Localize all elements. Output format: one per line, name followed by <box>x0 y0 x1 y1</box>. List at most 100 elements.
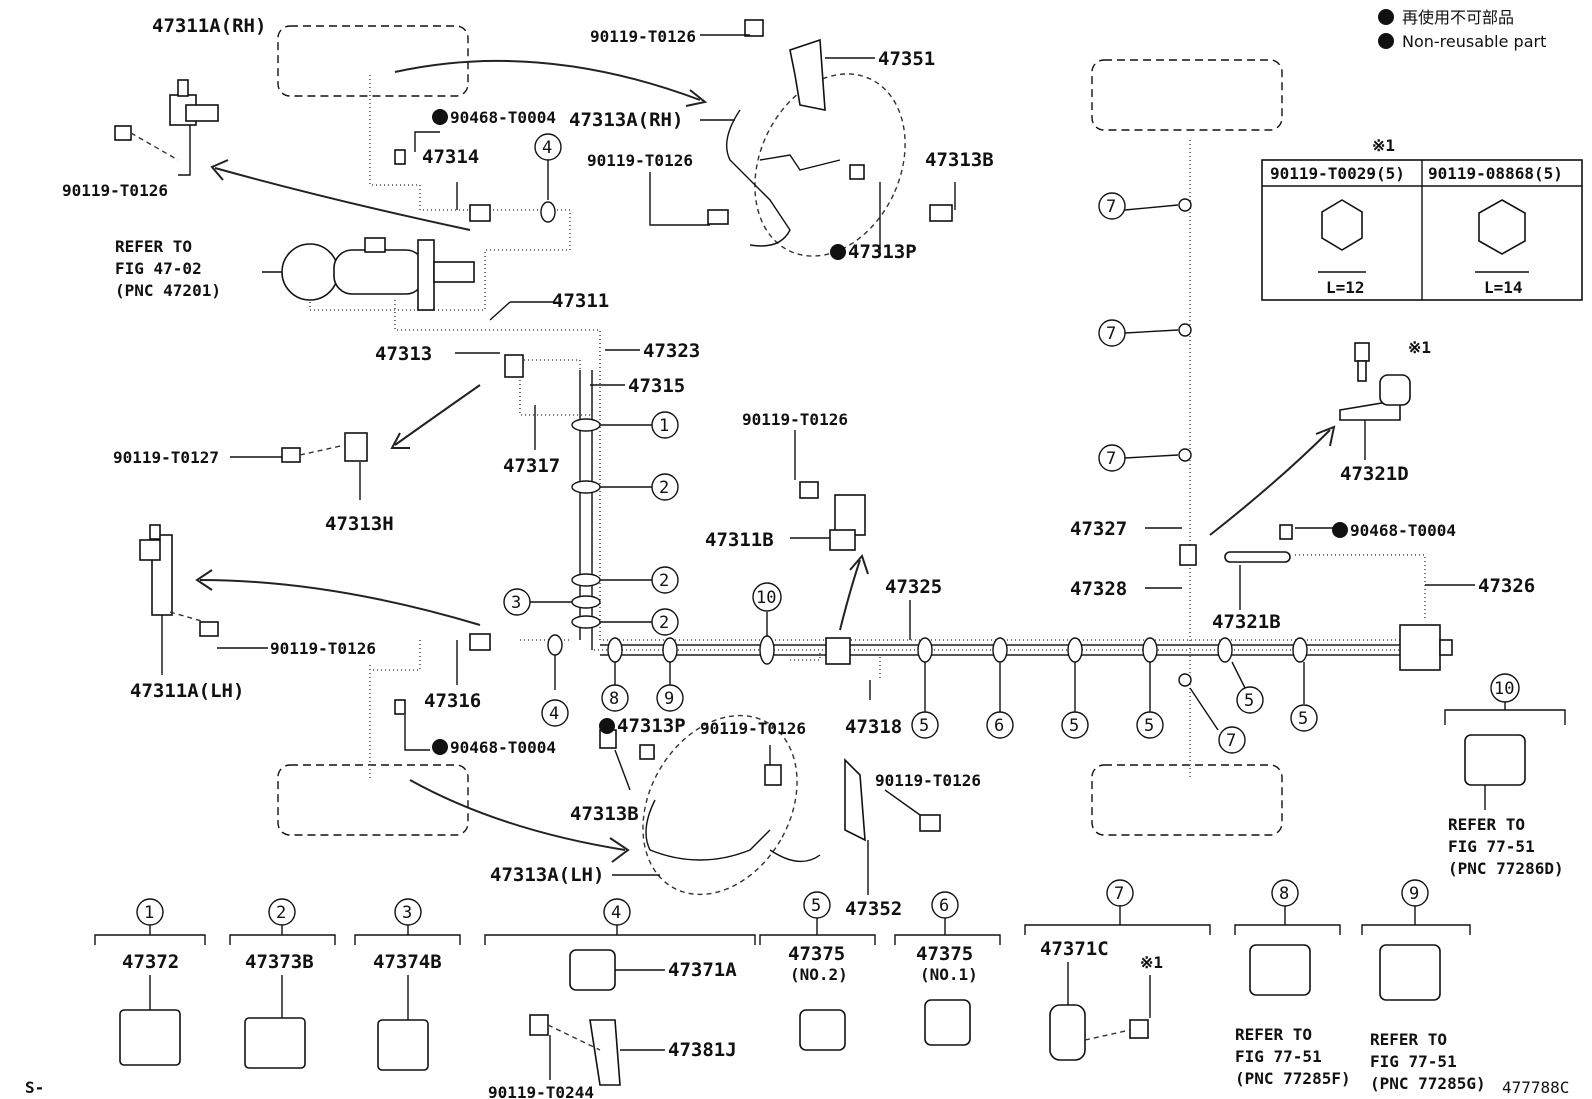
clamp-3 <box>571 595 601 609</box>
clamp-5c <box>1142 637 1158 663</box>
vehicle-outline-bottom-left <box>277 764 469 836</box>
clamp-row-part-2: 47373B <box>245 951 314 973</box>
label-47314: 47314 <box>422 146 479 168</box>
callout-2: 2 <box>659 571 669 591</box>
clamp-row-sub-4: 47381J <box>668 1039 737 1061</box>
label-90119-t0126-b: 90119-T0126 <box>590 27 696 46</box>
junction-47313 <box>281 354 524 463</box>
clamp-row-callout-9: 9 <box>1409 884 1419 904</box>
label-47321d: 47321D <box>1340 463 1409 485</box>
table-length-2: L=14 <box>1484 278 1523 297</box>
clamp-9 <box>662 637 678 663</box>
label-47311b: 47311B <box>705 529 774 551</box>
nonreusable-dot-icon <box>1332 522 1348 538</box>
bolt-icon <box>281 447 301 463</box>
vehicle-outline-top-right <box>1091 59 1283 131</box>
clamp-10-reference: 10 REFER TO FIG 77-51 (PNC 77286D) <box>1444 673 1566 878</box>
note-mark-1: ※1 <box>1408 338 1431 357</box>
line-clamps <box>540 198 1308 687</box>
valve-47311a-lh <box>139 524 219 637</box>
label-47313h: 47313H <box>325 513 394 535</box>
label-90119-t0126-e: 90119-T0126 <box>270 639 376 658</box>
nonreusable-dot-icon <box>830 244 846 260</box>
bracket-47381j-icon <box>589 1019 621 1086</box>
washer-icon <box>639 744 655 760</box>
hex-bolt-icon <box>1321 199 1363 251</box>
clamp-1-icon <box>119 1009 181 1066</box>
sensor-47321d <box>1339 342 1411 421</box>
label-90119-t0126-g: 90119-T0126 <box>875 771 981 790</box>
clamp-7c <box>1178 448 1192 462</box>
label-47351: 47351 <box>878 48 935 70</box>
callout-10: 10 <box>756 588 776 608</box>
leader-lines <box>161 34 1475 895</box>
clamp-parts-row: 1 47372 2 47373B 3 47374B 4 47371A 47381… <box>94 879 1486 1099</box>
clamp-row-part-7: 47371C <box>1040 938 1109 960</box>
clamp-2b <box>571 573 601 587</box>
label-47326: 47326 <box>1478 575 1535 597</box>
clamp-7d <box>1178 673 1192 687</box>
callout-10: 10 <box>1494 679 1514 699</box>
legend-dot-icon <box>1378 33 1394 49</box>
hose-assembly-lh <box>599 714 941 896</box>
callout-7: 7 <box>1106 324 1116 344</box>
label-47311a-rh: 47311A(RH) <box>152 15 266 37</box>
legend: 再使用不可部品 Non-reusable part <box>1378 8 1546 51</box>
callout-5: 5 <box>1144 716 1154 736</box>
clamp-3-icon <box>377 1019 429 1071</box>
nonreusable-dot-icon <box>432 109 448 125</box>
bolt-icon <box>707 209 729 225</box>
callout-6: 6 <box>994 716 1004 736</box>
bolt-icon <box>529 1014 549 1036</box>
clamp-5-icon <box>799 1009 846 1051</box>
junction-47328 <box>1179 544 1197 566</box>
master-cylinder <box>281 237 475 311</box>
hex-bolt-icon <box>1478 199 1526 255</box>
vehicle-outline-bottom-right <box>1091 764 1283 836</box>
callout-7: 7 <box>1106 449 1116 469</box>
hose-assembly-rh <box>707 19 953 257</box>
clamp-10-icon <box>1464 734 1526 786</box>
callout-4: 4 <box>549 704 559 724</box>
legend-jp: 再使用不可部品 <box>1402 8 1514 27</box>
label-47352: 47352 <box>845 898 902 920</box>
clamp-row-callout-6: 6 <box>939 896 949 916</box>
tube-link <box>790 650 821 661</box>
label-47313p-bot: 47313P <box>617 715 686 737</box>
clamp-4a <box>540 201 556 223</box>
refer-10-line-1: REFER TO <box>1448 815 1525 834</box>
clamp-row-ref-8-3: (PNC 77285F) <box>1235 1069 1351 1088</box>
label-90119-t0126-a: 90119-T0126 <box>62 181 168 200</box>
assembly-arrows <box>195 59 1336 863</box>
bolt-icon <box>744 19 764 37</box>
table-header-2: 90119-08868(5) <box>1428 164 1563 183</box>
connector-block-top <box>469 204 491 222</box>
bolt-icon <box>199 621 219 637</box>
refer-10-line-2: FIG 77-51 <box>1448 837 1535 856</box>
callout-5: 5 <box>919 716 929 736</box>
tube-47323-47325 <box>394 300 1420 641</box>
clamp-5d <box>1217 637 1233 663</box>
clamp-2c <box>571 615 601 629</box>
tube-47326 <box>1295 554 1426 620</box>
label-90119-t0126-d: 90119-T0126 <box>742 410 848 429</box>
clamp-row-ref-9-2: FIG 77-51 <box>1370 1052 1457 1071</box>
clamp-2-icon <box>244 1017 306 1069</box>
tube-47311 <box>309 209 571 311</box>
bolt-icon <box>764 764 782 786</box>
legend-dot-icon <box>1378 9 1394 25</box>
valve-47311a-rh <box>114 79 219 176</box>
clamp-6-icon <box>924 999 971 1046</box>
label-47313: 47313 <box>375 343 432 365</box>
clamp-row-sub-7: ※1 <box>1140 953 1163 972</box>
connector-block-bottom <box>469 633 491 651</box>
label-47313a-rh: 47313A(RH) <box>569 109 683 131</box>
label-90119-t0127: 90119-T0127 <box>113 448 219 467</box>
bracket-47311b <box>799 481 866 551</box>
illustration-code: 477788C <box>1502 1078 1569 1097</box>
clamp-2a <box>571 480 601 494</box>
callout-9: 9 <box>664 689 674 709</box>
clamp-row-part-3: 47374B <box>373 951 442 973</box>
clip-90468 <box>394 699 406 715</box>
clamp-row-sub-5: (NO.2) <box>790 965 848 984</box>
